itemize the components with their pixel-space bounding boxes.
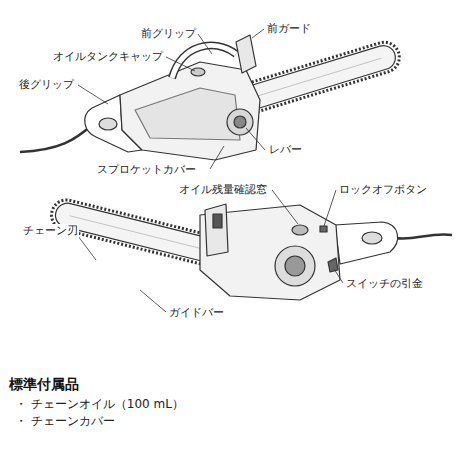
accessory-item: ・ チェーンカバー xyxy=(14,414,116,429)
trigger xyxy=(328,258,338,272)
grip-hole xyxy=(99,118,117,130)
section-heading: 標準付属品 xyxy=(8,376,80,394)
motor-housing xyxy=(120,62,260,160)
lever xyxy=(234,116,246,128)
front-guard xyxy=(205,204,228,256)
front-guard xyxy=(236,35,256,73)
part-name: 前ガード xyxy=(266,22,312,36)
housing-panel xyxy=(135,88,240,140)
part-name: スプロケットカバー xyxy=(96,163,197,177)
part-name: オイル残量確認窓 xyxy=(178,183,268,197)
part-name: 後グリップ xyxy=(18,78,75,92)
oil-cap xyxy=(191,68,205,76)
front-grip xyxy=(172,46,236,78)
part-name: 前グリップ xyxy=(140,27,197,41)
accessory-item: ・ チェーンオイル（100 mL） xyxy=(14,397,185,412)
part-name: オイルタンクキャップ xyxy=(52,50,164,64)
part-name: ガイドバー xyxy=(168,306,225,320)
motor-housing xyxy=(200,205,340,300)
sprocket-disc xyxy=(275,246,315,286)
part-name: スイッチの引金 xyxy=(345,277,424,291)
part-name: レバー xyxy=(268,143,303,157)
part-name: ロックオフボタン xyxy=(338,183,428,197)
power-cord xyxy=(20,125,92,152)
part-name: チェーン刃 xyxy=(22,224,79,238)
rear-grip xyxy=(335,222,398,264)
lock-off-button xyxy=(320,226,327,232)
oil-window xyxy=(292,225,308,235)
leader-lines xyxy=(78,29,343,312)
power-cord xyxy=(395,234,452,238)
